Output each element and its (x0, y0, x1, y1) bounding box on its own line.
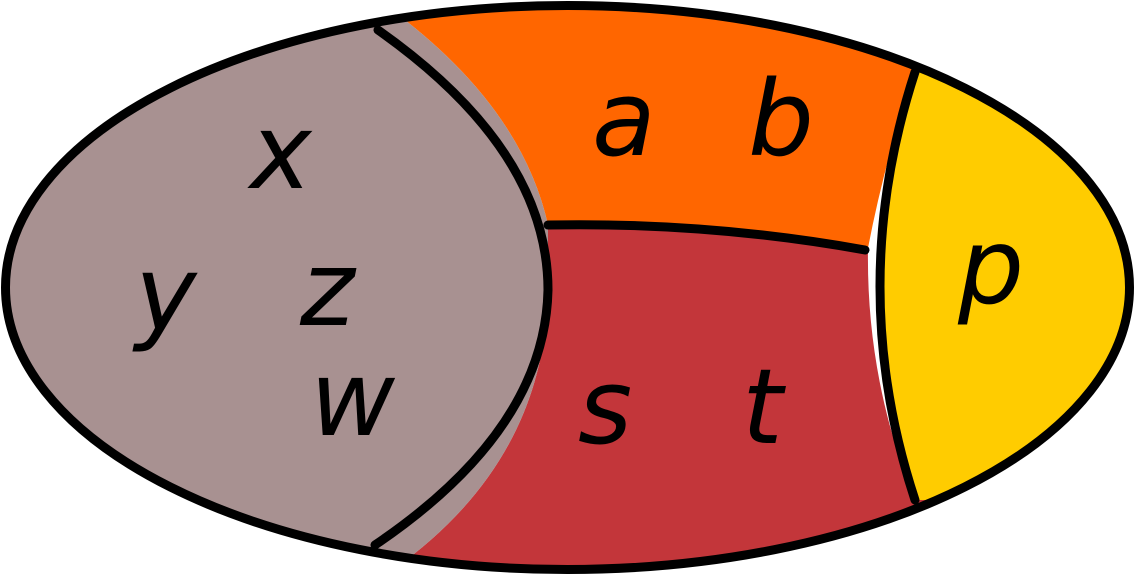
region-right (881, 70, 1131, 500)
label-a: a (592, 58, 656, 180)
label-b: b (748, 58, 814, 180)
label-p: p (957, 206, 1024, 328)
region-left (4, 4, 548, 571)
divider-left (370, 25, 553, 550)
divider-right (875, 67, 920, 505)
divider-middle (543, 220, 870, 255)
label-z: z (299, 228, 357, 350)
region-bottom-middle (378, 224, 1131, 571)
label-s: s (578, 346, 632, 468)
label-y: y (132, 233, 198, 355)
label-t: t (742, 346, 786, 468)
label-w: w (310, 338, 396, 460)
label-x: x (247, 91, 313, 213)
